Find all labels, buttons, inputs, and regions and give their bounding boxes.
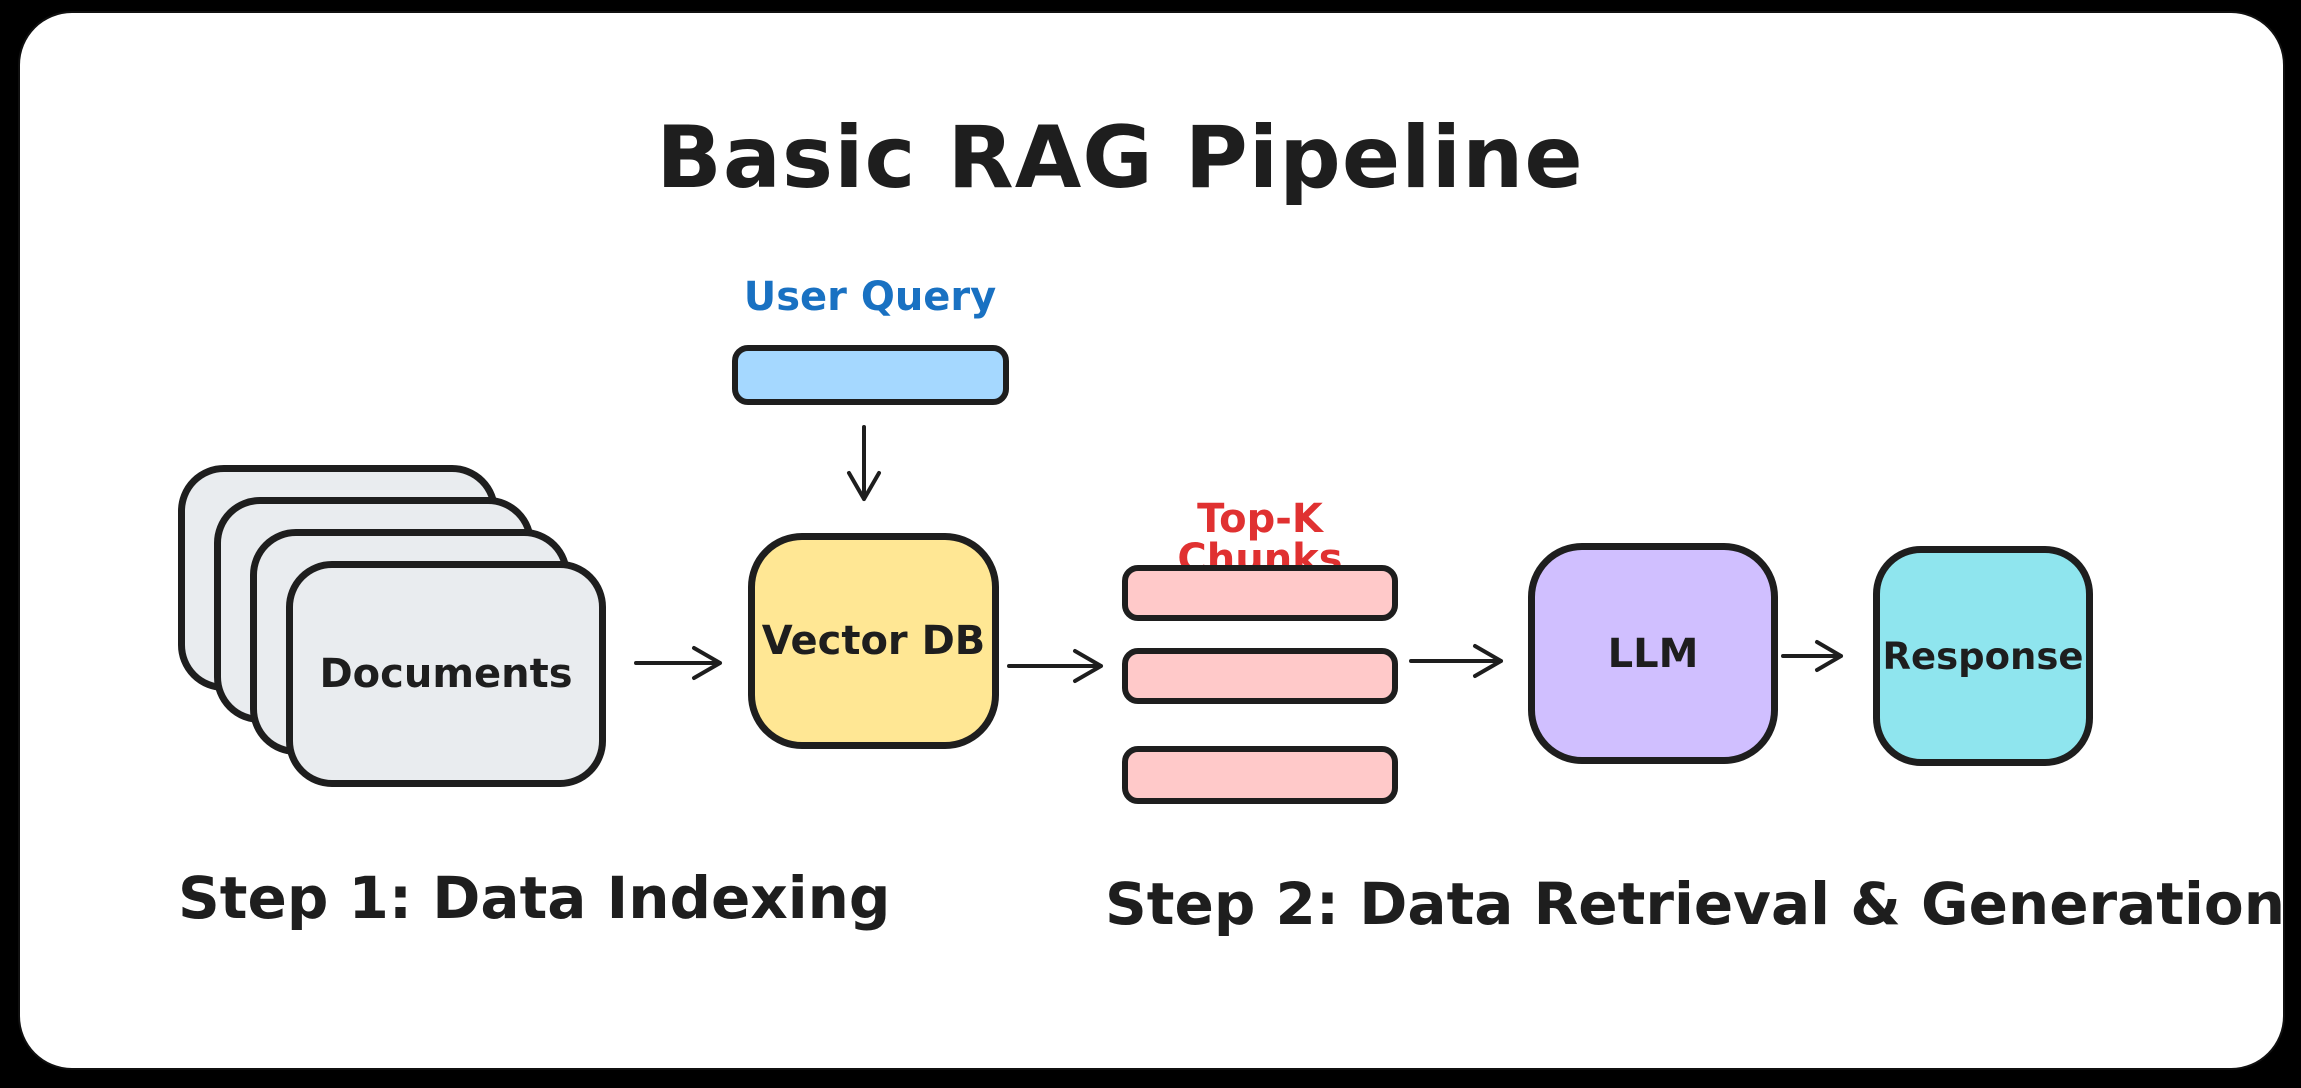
llm-label: LLM bbox=[1607, 630, 1699, 677]
response-label: Response bbox=[1882, 634, 2084, 678]
documents-label: Documents bbox=[319, 651, 573, 697]
step2-caption: Step 2: Data Retrieval & Generation bbox=[1105, 870, 2286, 938]
llm-node: LLM bbox=[1528, 543, 1778, 764]
vector-db-node: Vector DB bbox=[748, 533, 999, 749]
response-node: Response bbox=[1873, 546, 2093, 766]
chunk-bar bbox=[1122, 648, 1398, 704]
diagram-card: Basic RAG Pipeline User Query Documents … bbox=[20, 13, 2286, 1068]
chunk-bar bbox=[1122, 746, 1398, 804]
arrow-llm-to-response-icon bbox=[1781, 640, 1843, 672]
arrow-chunks-to-llm-icon bbox=[1409, 644, 1503, 678]
vector-db-label: Vector DB bbox=[761, 618, 986, 664]
step1-caption: Step 1: Data Indexing bbox=[178, 864, 891, 932]
arrow-documents-to-vector-db-icon bbox=[634, 646, 722, 680]
arrow-vector-db-to-chunks-icon bbox=[1007, 649, 1103, 683]
document-card-front: Documents bbox=[286, 561, 606, 787]
user-query-label: User Query bbox=[743, 274, 997, 320]
diagram-title: Basic RAG Pipeline bbox=[656, 108, 1584, 208]
chunk-bar bbox=[1122, 565, 1398, 621]
arrow-user-query-to-vector-db-icon bbox=[847, 425, 881, 501]
user-query-bar bbox=[732, 345, 1009, 405]
